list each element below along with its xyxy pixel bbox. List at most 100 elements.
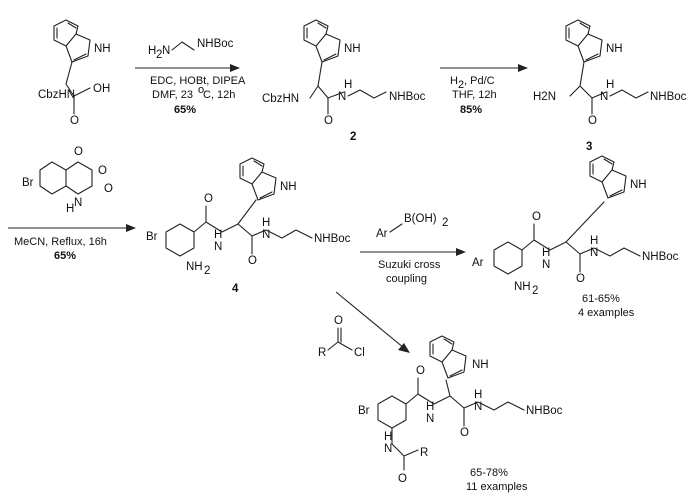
atom-n: N [542, 259, 550, 271]
atom-cbzhn: CbzHN [38, 89, 75, 101]
atom-br: Br [22, 177, 34, 189]
step5-examples: 11 examples [466, 481, 528, 493]
atom-o: O [98, 165, 107, 177]
atom-r: R [420, 447, 428, 459]
structure-compound-2: NH CbzHN H N NHBoc O 2 [262, 19, 426, 143]
reagent-ar: Ar [376, 228, 388, 240]
structure-compound-4: NH Br O H N H N O NHBoc NH 2 4 [146, 157, 351, 295]
atom-nhboc: NHBoc [650, 91, 687, 103]
step3-cond1: MeCN, Reflux, 16h [14, 236, 107, 248]
step1-yield: 65% [174, 104, 196, 116]
atom-br: Br [146, 231, 158, 243]
atom-h: H [606, 79, 614, 91]
step1: H 2 N NHBoc EDC, HOBt, DIPEA DMF, 23 o C… [135, 38, 246, 116]
atom-ar: Ar [472, 257, 484, 269]
atom-o: O [248, 255, 257, 267]
atom-h: H [66, 203, 74, 215]
atom-h: H [384, 431, 392, 443]
compound-4-label: 4 [232, 283, 239, 295]
reagent-boh-sub: 2 [442, 217, 448, 229]
step1-cond2a: DMF, 23 [152, 89, 193, 101]
atom-n: N [590, 247, 598, 259]
reagent-h2n-left: H [148, 45, 156, 57]
atom-n: N [338, 91, 346, 103]
step2-yield: 85% [460, 104, 482, 116]
structure-acyl-product: NH Br O H N H N O NHBoc H N O R 65-78% 1… [358, 335, 563, 493]
atom-nhboc: NHBoc [526, 405, 563, 417]
reagent-o: O [334, 315, 343, 327]
atom-o: O [70, 115, 79, 127]
atom-h: H [262, 217, 270, 229]
atom-h: H [344, 79, 352, 91]
reagent-cl: Cl [354, 347, 365, 359]
atom-nh2-sub: 2 [532, 285, 538, 297]
atom-cbzhn: CbzHN [262, 93, 299, 105]
atom-o: O [104, 183, 113, 195]
arrow-step5 [335, 291, 405, 349]
atom-h: H [590, 235, 598, 247]
step4-cond2: coupling [386, 273, 427, 285]
atom-o: O [416, 365, 425, 377]
atom-n: N [262, 229, 270, 241]
atom-nh: NH [94, 43, 111, 55]
atom-o: O [532, 211, 541, 223]
atom-h: H [542, 247, 550, 259]
atom-n: N [426, 413, 434, 425]
atom-nh: NH [472, 359, 489, 371]
atom-nhboc: NHBoc [314, 233, 351, 245]
atom-nhboc: NHBoc [389, 91, 426, 103]
structure-bromoisatoic-anhydride: Br O O O H N [22, 146, 113, 215]
atom-n: N [600, 91, 608, 103]
step2-cond1sub: 2 [458, 79, 464, 91]
structure-cbz-trp: NH CbzHN OH O [38, 19, 111, 127]
reagent-boh: B(OH) [404, 213, 437, 225]
atom-o: O [460, 427, 469, 439]
atom-n: N [384, 443, 392, 455]
step4-examples: 4 examples [578, 307, 635, 319]
atom-o: O [204, 193, 213, 205]
atom-h: H [214, 229, 222, 241]
atom-n: N [474, 401, 482, 413]
compound-3-label: 3 [586, 141, 592, 153]
compound-2-label: 2 [350, 131, 356, 143]
step1-cond1: EDC, HOBt, DIPEA [150, 75, 246, 87]
atom-o: O [324, 115, 333, 127]
structure-suzuki-product: NH Ar O H N H N O NHBoc NH 2 61-65% 4 ex… [472, 155, 679, 319]
atom-nh: NH [630, 179, 647, 191]
atom-nh: NH [344, 43, 361, 55]
step5: R O Cl [318, 291, 410, 359]
reagent-nhboc: NHBoc [197, 38, 234, 50]
atom-br: Br [358, 405, 370, 417]
atom-h: H [474, 389, 482, 401]
step1-cond2deg: o [198, 84, 204, 96]
step3-yield: 65% [54, 250, 76, 262]
atom-nh2: NH [514, 281, 531, 293]
step3: MeCN, Reflux, 16h 65% [8, 224, 136, 262]
atom-o: O [398, 473, 407, 485]
atom-n: N [214, 241, 222, 253]
atom-o: O [74, 146, 83, 158]
step4-cond1: Suzuki cross [378, 259, 441, 271]
atom-oh: OH [93, 83, 110, 95]
reagent-h2n-sub: 2 [156, 49, 162, 61]
reagent-r: R [318, 347, 326, 359]
atom-h: H [426, 401, 434, 413]
step4-yield: 61-65% [582, 293, 620, 305]
step2-cond1a: H [450, 75, 458, 87]
step4: Ar B(OH) 2 Suzuki cross coupling [360, 213, 466, 285]
step2-cond1b: , Pd/C [464, 75, 495, 87]
reagent-h2n-n: N [162, 45, 170, 57]
atom-nh2-sub: 2 [204, 265, 210, 277]
atom-nh: NH [606, 43, 623, 55]
atom-n: N [74, 197, 82, 209]
atom-h2n: H2N [533, 91, 556, 103]
atom-o: O [576, 273, 585, 285]
step1-cond2b: C, 12h [203, 89, 235, 101]
step2-cond2: THF, 12h [452, 89, 497, 101]
atom-nh: NH [280, 181, 297, 193]
atom-nhboc: NHBoc [642, 251, 679, 263]
atom-nh2: NH [186, 261, 203, 273]
step5-yield: 65-78% [470, 467, 508, 479]
structure-compound-3: NH H2N H N NHBoc O 3 [533, 19, 687, 153]
